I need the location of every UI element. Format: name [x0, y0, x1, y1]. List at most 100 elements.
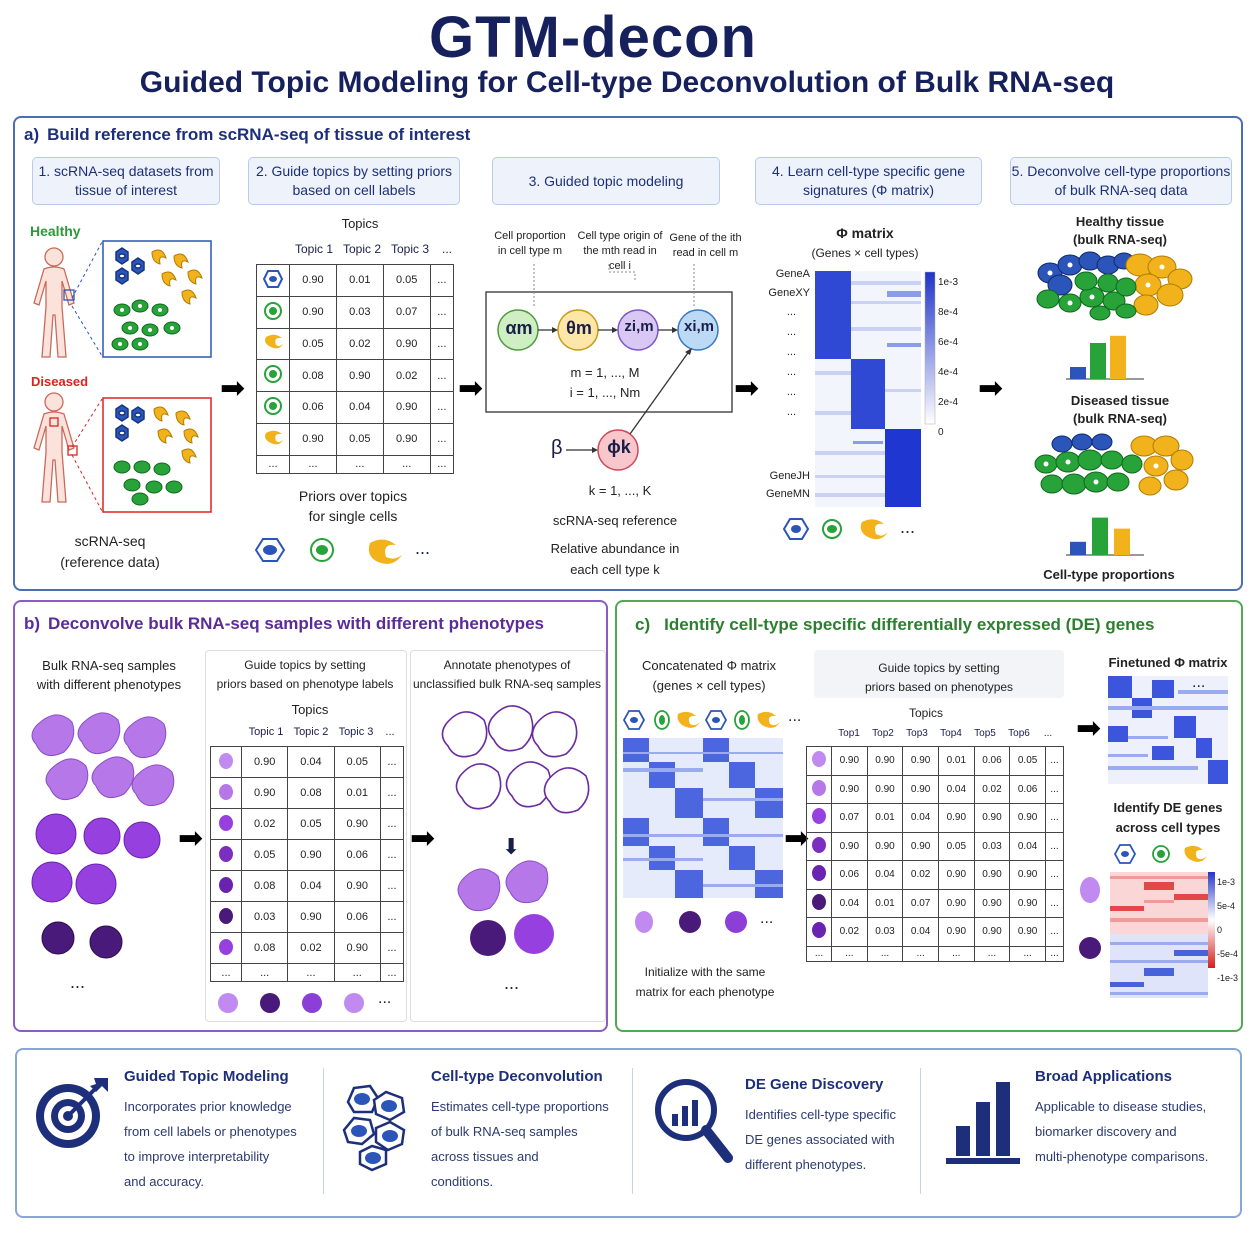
topic-columns-b: Topic 1 Topic 2 Topic 3 ...	[244, 726, 404, 738]
phi-heatmap	[815, 271, 921, 507]
c-topic-col-5: Top5	[974, 728, 996, 739]
table-cell: 0.90	[287, 839, 335, 871]
cell-prop-label: Cell proportion in cell type m	[490, 229, 570, 259]
k-range-label: k = 1, ..., K	[588, 483, 652, 498]
abundance-line-2: each cell type k	[570, 562, 660, 577]
concat-phi-label: Concatenated Φ matrix (genes × cell type…	[624, 656, 794, 696]
feature-4-line-2: biomarker discovery and	[1035, 1124, 1177, 1139]
concat-line-1: Concatenated Φ matrix	[642, 658, 776, 673]
init-line-2: matrix for each phenotype	[635, 985, 775, 999]
diseased-tissue-label: Diseased tissue (bulk RNA-seq)	[1040, 392, 1200, 428]
table-cell: ...	[379, 808, 405, 840]
theta-node-label: θm	[566, 318, 592, 338]
table-cell: 0.90	[382, 391, 431, 424]
table-cell: 0.90	[866, 831, 904, 862]
feature-1-line-1: Incorporates prior knowledge	[124, 1099, 292, 1114]
origin-line-1: Cell type origin of	[577, 230, 663, 242]
table-cell: ...	[1044, 831, 1065, 862]
row-cell-type-icon	[806, 746, 832, 776]
table-cell: ...	[1044, 945, 1065, 963]
row-cell-type-icon: ...	[256, 454, 290, 475]
healthy-zoom-lines	[71, 241, 103, 357]
phi-scale-0: 1e-3	[938, 277, 959, 288]
table-cell: 0.02	[335, 327, 384, 361]
table-cell: 0.90	[1009, 917, 1046, 947]
de-colorbar	[1208, 872, 1215, 968]
de-scale-4: -1e-3	[1217, 973, 1239, 983]
table-cell: ...	[429, 264, 455, 297]
row-cell-type-icon	[256, 422, 290, 456]
table-cell: ...	[1044, 860, 1065, 890]
gene-label-9: GeneMN	[765, 488, 810, 500]
table-cell: 0.05	[937, 831, 975, 862]
priors-label-line-1: Priors over topics	[298, 488, 408, 504]
b-col3-label: Annotate phenotypes of unclassified bulk…	[410, 656, 604, 694]
table-cell: 0.02	[382, 359, 431, 393]
feature-2-title: Cell-type Deconvolution	[431, 1068, 603, 1085]
ref-label-line-2: (reference data)	[60, 554, 160, 570]
b-topic-col-1: Topic 1	[248, 726, 284, 738]
table-cell: 0.90	[289, 295, 337, 329]
table-cell: ...	[1044, 917, 1065, 947]
panel-b-title: b)Deconvolve bulk RNA-seq samples with d…	[24, 614, 544, 634]
healthy-bar-green	[1090, 343, 1106, 379]
table-cell: ...	[379, 777, 405, 809]
priors-label: Priors over topics for single cells	[280, 486, 426, 526]
topics-header-a: Topics	[341, 216, 379, 231]
table-cell: 0.90	[382, 327, 431, 361]
table-cell: ...	[831, 945, 868, 963]
b-topic-col-2: Topic 2	[293, 726, 329, 738]
table-cell: 0.90	[831, 831, 868, 862]
row-cell-type-icon	[806, 860, 832, 890]
table-cell: 0.90	[240, 746, 289, 778]
de-phenotype-icons	[1079, 877, 1101, 959]
human-body-healthy-icon	[33, 247, 75, 358]
concat-phi-heatmap	[623, 738, 783, 898]
arrow-b-guide-to-annotate: ➡	[410, 822, 436, 855]
table-cell: 0.07	[831, 803, 868, 833]
table-cell: 0.04	[902, 917, 939, 947]
topics-header-b: Topics	[291, 702, 329, 717]
table-cell: 0.06	[973, 746, 1011, 776]
c-topic-col-4: Top4	[940, 728, 962, 739]
feature-1-text: Incorporates prior knowledge from cell l…	[124, 1094, 297, 1194]
feature-3-line-2: DE genes associated with	[745, 1132, 895, 1147]
table-cell: 0.90	[902, 831, 939, 862]
table-cell: ...	[240, 963, 289, 982]
annotated-ellipsis: ...	[504, 973, 520, 993]
row-cell-type-icon	[256, 391, 290, 424]
concat-phenotype-ellipsis: ...	[760, 910, 774, 927]
finetuned-ellipsis: ...	[1192, 674, 1206, 691]
b-samples-ellipsis: ...	[70, 972, 86, 992]
healthy-bar-blue	[1070, 367, 1086, 379]
de-scale-1: 5e-4	[1217, 901, 1236, 911]
table-cell: 0.04	[937, 774, 975, 805]
concat-line-2: (genes × cell types)	[652, 678, 766, 693]
feature-3-line-3: different phenotypes.	[745, 1157, 867, 1172]
table-cell: 0.04	[831, 888, 868, 919]
table-cell: 0.02	[973, 774, 1011, 805]
table-cell: 0.90	[866, 774, 904, 805]
b-legend-ellipsis: ...	[378, 990, 392, 1007]
row-cell-type-icon	[256, 295, 290, 329]
healthy-label: Healthy	[30, 223, 81, 239]
scrna-reference-label: scRNA-seq reference	[552, 513, 678, 528]
topic-col-more: ...	[441, 242, 452, 256]
feature-separator-1	[323, 1068, 324, 1194]
diseased-tissue-line-1: Diseased tissue	[1070, 393, 1170, 408]
table-cell: ...	[429, 391, 455, 424]
table-cell: 0.04	[287, 746, 335, 778]
diseased-tissue-line-2: (bulk RNA-seq)	[1073, 411, 1167, 426]
row-cell-type-icon	[210, 808, 242, 840]
table-cell: 0.04	[1009, 831, 1046, 862]
table-cell: 0.05	[240, 839, 289, 871]
panel-a	[13, 116, 1243, 591]
table-cell: 0.90	[335, 359, 384, 393]
b-topic-col-more: ...	[385, 726, 395, 738]
feature-2-text: Estimates cell-type proportions of bulk …	[431, 1094, 609, 1194]
